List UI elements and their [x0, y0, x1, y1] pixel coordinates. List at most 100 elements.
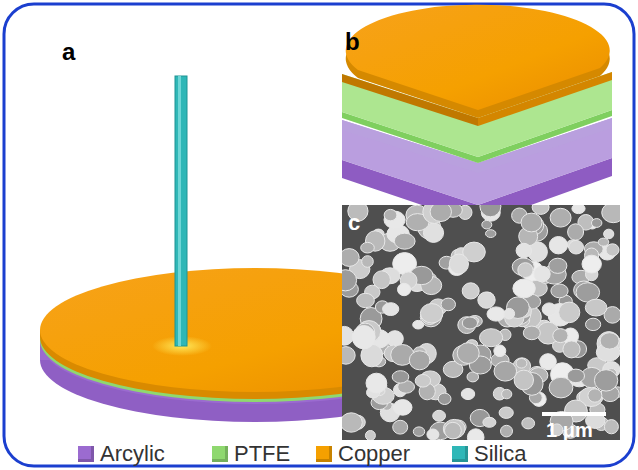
particle — [430, 205, 451, 222]
particle — [342, 413, 362, 432]
particle — [598, 238, 609, 246]
particle — [438, 393, 451, 404]
particle — [494, 361, 517, 381]
particle — [394, 233, 415, 249]
legend-swatch — [78, 446, 94, 462]
particle — [559, 302, 580, 323]
particle — [352, 326, 375, 349]
particle — [494, 345, 506, 357]
particle — [433, 410, 446, 421]
particle — [569, 240, 584, 254]
particle — [393, 420, 408, 434]
particle — [534, 266, 550, 282]
particle — [486, 230, 496, 238]
particle — [513, 279, 535, 298]
particle — [604, 229, 614, 239]
particle — [393, 400, 412, 416]
particle — [487, 307, 505, 321]
particle — [504, 308, 515, 319]
particle — [409, 351, 430, 370]
device-b — [342, 5, 612, 224]
scale-label: 1 μm — [546, 420, 593, 440]
particle — [478, 292, 495, 308]
particle — [398, 283, 411, 295]
legend-entry: Copper — [316, 443, 410, 465]
particle — [357, 293, 375, 307]
frame — [4, 4, 634, 466]
particle — [413, 427, 424, 436]
particle — [522, 418, 535, 429]
legend-entry: Silica — [452, 443, 527, 465]
particle — [445, 422, 462, 439]
particle — [549, 237, 567, 254]
particle — [480, 205, 501, 217]
particle — [361, 242, 375, 253]
particle — [602, 205, 620, 223]
legend-text: Arcylic — [100, 443, 165, 465]
particle — [441, 298, 455, 311]
legend-entry: PTFE — [212, 443, 290, 465]
legend-text: Silica — [474, 443, 527, 465]
panel-letter: c — [348, 212, 360, 234]
particle — [567, 369, 584, 383]
particle — [383, 303, 399, 316]
particle — [427, 429, 439, 440]
particle — [366, 373, 387, 393]
particle — [588, 389, 602, 402]
particle — [483, 417, 496, 427]
legend-swatch — [316, 446, 332, 462]
particle — [600, 333, 619, 349]
legend-swatch — [452, 446, 468, 462]
particle — [582, 255, 601, 273]
particle — [502, 389, 512, 398]
particle — [415, 375, 430, 388]
particle — [563, 341, 580, 358]
particle — [462, 317, 477, 329]
particle — [521, 213, 542, 232]
particle — [449, 254, 468, 274]
particle — [592, 219, 602, 228]
particle — [467, 429, 484, 440]
particle — [540, 354, 557, 370]
particle — [457, 343, 479, 364]
legend-swatch — [212, 446, 228, 462]
legend-entry: Arcylic — [78, 443, 165, 465]
particle — [420, 304, 443, 323]
particle — [516, 359, 527, 369]
particle — [373, 271, 390, 289]
particle — [362, 256, 374, 268]
particle — [516, 243, 531, 258]
particle — [606, 244, 619, 256]
particle — [523, 326, 540, 340]
particle — [518, 263, 533, 278]
particle — [365, 431, 375, 441]
particle — [413, 320, 424, 329]
particle — [499, 407, 513, 418]
scale-bar — [542, 412, 606, 416]
legend-text: PTFE — [234, 443, 290, 465]
particle — [586, 318, 601, 330]
particle — [551, 284, 568, 298]
panel-letter: a — [62, 40, 75, 64]
particle — [542, 303, 556, 316]
particle — [384, 209, 397, 220]
particle — [594, 370, 617, 391]
particle — [549, 258, 567, 273]
particle — [461, 388, 474, 399]
particle — [585, 299, 607, 316]
legend-text: Copper — [338, 443, 410, 465]
particle — [550, 208, 571, 227]
particle — [480, 329, 503, 347]
particle — [514, 370, 533, 390]
particle — [462, 283, 479, 299]
panel-letter: b — [345, 30, 360, 54]
sem-image — [342, 205, 620, 440]
particle — [572, 205, 585, 214]
particle — [501, 425, 513, 437]
particle — [568, 224, 584, 240]
particle — [482, 220, 492, 229]
particle — [342, 249, 359, 267]
particle — [342, 347, 355, 365]
